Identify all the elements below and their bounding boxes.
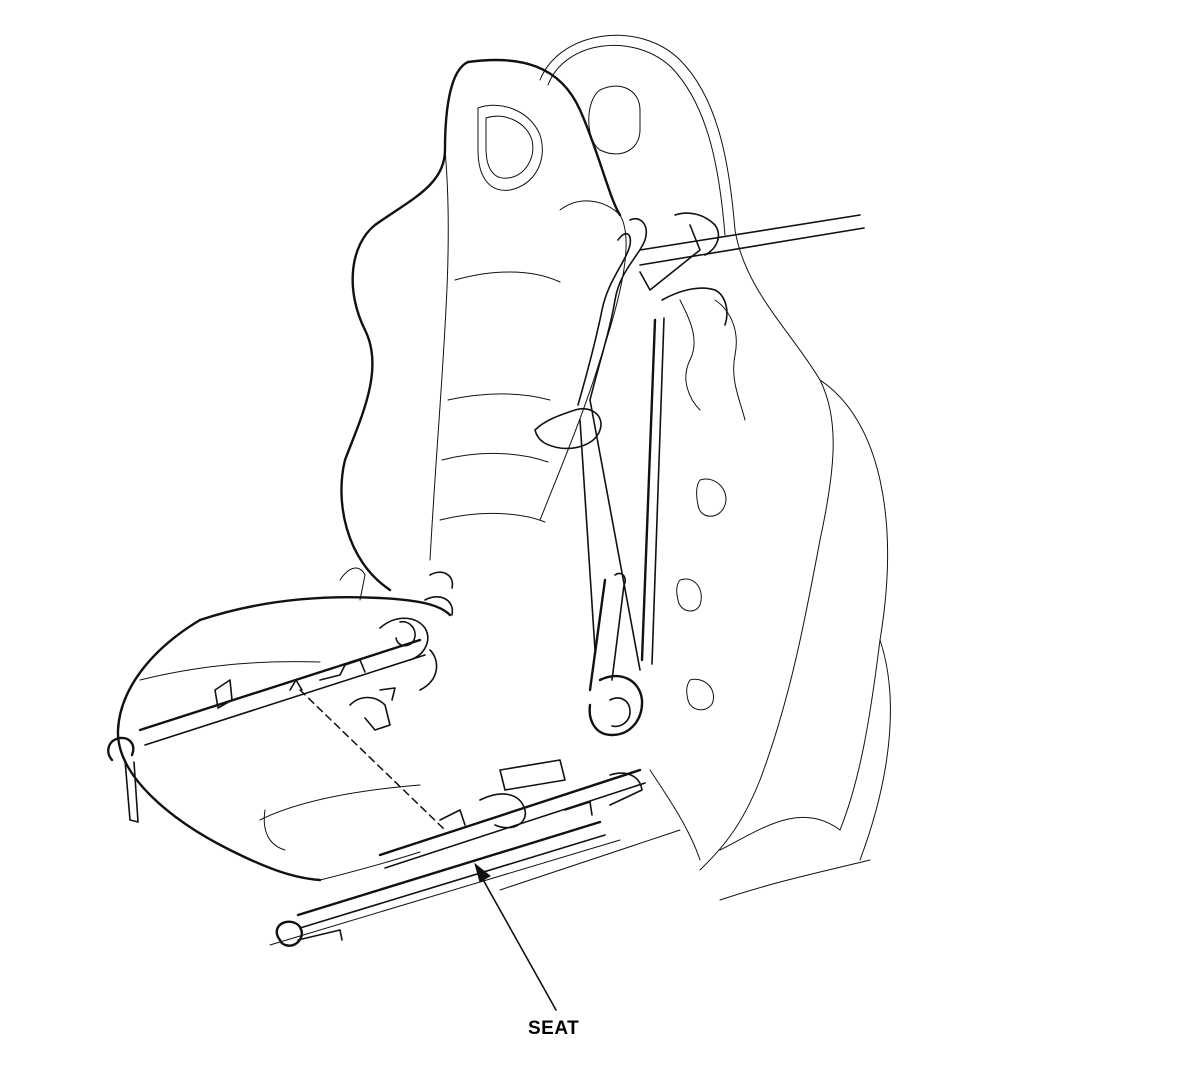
seat-rails-and-wiring	[107, 571, 701, 947]
seat-cushion-outline	[116, 567, 452, 882]
rear-seat-outline	[539, 34, 891, 901]
seat-callout-label: SEAT	[528, 1018, 580, 1039]
seat-callout-leader	[474, 862, 557, 1011]
seat-belt-assembly	[534, 212, 865, 737]
seat-back-outline	[340, 58, 627, 592]
leader-arrowhead	[474, 862, 491, 883]
